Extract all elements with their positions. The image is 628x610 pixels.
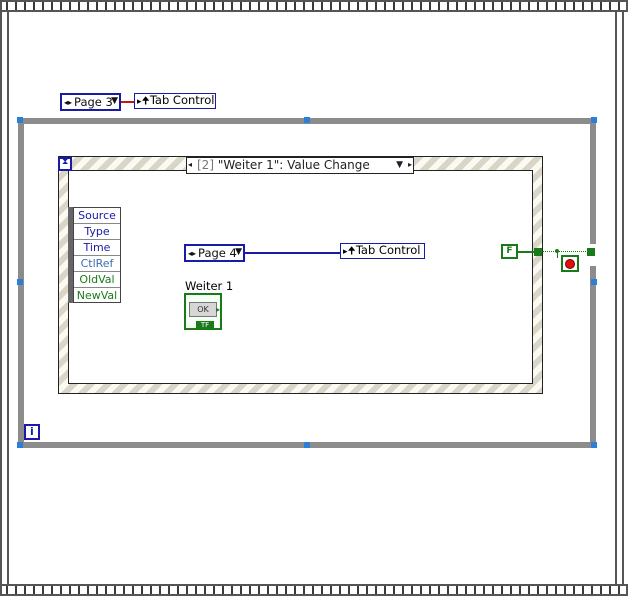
- button-label: Weiter 1: [185, 279, 234, 293]
- increment-arrows-icon: ◂▸: [188, 249, 197, 258]
- event-data-oldval[interactable]: OldVal: [74, 272, 120, 288]
- dropdown-arrow-icon[interactable]: ▼: [235, 247, 242, 257]
- sequence-frame-right: [615, 12, 624, 584]
- resize-handle[interactable]: [304, 117, 310, 123]
- event-data-node-bar: [68, 207, 73, 303]
- page3-ring-label: Page 3: [74, 95, 113, 109]
- reference-arrow-icon: ▸: [343, 247, 348, 257]
- blue-wire: [245, 252, 341, 254]
- event-data-source[interactable]: Source: [74, 208, 120, 224]
- resize-handle[interactable]: [17, 279, 23, 285]
- loop-tunnel[interactable]: [587, 248, 595, 256]
- selector-increment-icon[interactable]: ▸: [407, 160, 412, 169]
- terminal-output-arrow-icon: ▸: [216, 305, 221, 314]
- while-loop-right-lower: [590, 266, 596, 448]
- hourglass-icon: ⧗: [62, 157, 69, 167]
- terminal-type-badge: TF: [196, 321, 214, 329]
- false-constant[interactable]: F: [501, 244, 518, 259]
- stop-icon: [565, 259, 575, 269]
- tab-control-reference-outer[interactable]: ▸🠉Tab Control: [134, 93, 216, 109]
- selector-dropdown-icon[interactable]: ▼: [396, 160, 403, 170]
- tab-control-ref-outer-label: Tab Control: [149, 93, 215, 107]
- event-case-index: [2]: [197, 158, 214, 172]
- resize-handle[interactable]: [17, 117, 23, 123]
- event-data-type[interactable]: Type: [74, 224, 120, 240]
- wire-junction: [555, 249, 559, 253]
- stop-terminal[interactable]: [561, 255, 579, 272]
- event-case-selector[interactable]: ◂ [2] "Weiter 1": Value Change ▼ ▸: [186, 157, 414, 174]
- event-tunnel[interactable]: [534, 248, 542, 256]
- page4-ring-constant[interactable]: ◂▸Page 4▼: [184, 244, 245, 262]
- resize-handle[interactable]: [304, 442, 310, 448]
- event-data-time[interactable]: Time: [74, 240, 120, 256]
- dropdown-arrow-icon[interactable]: ▼: [111, 96, 118, 106]
- event-data-node[interactable]: Source Type Time CtlRef OldVal NewVal: [73, 207, 121, 303]
- green-wire-selected: [542, 251, 588, 252]
- timeout-terminal[interactable]: ⧗: [58, 157, 72, 171]
- iteration-terminal[interactable]: i: [24, 424, 40, 440]
- tab-control-ref-inner-label: Tab Control: [355, 243, 421, 257]
- reference-arrow-icon: ▸: [137, 97, 142, 107]
- up-arrow-icon: 🠉: [141, 96, 150, 107]
- up-arrow-icon: 🠉: [347, 246, 356, 257]
- terminal-type-text: TF: [200, 321, 210, 329]
- ok-button-face: OK: [189, 302, 217, 317]
- selector-decrement-icon[interactable]: ◂: [188, 160, 193, 169]
- weiter1-button-terminal[interactable]: OK TF ▸: [184, 293, 222, 330]
- iteration-label: i: [30, 425, 34, 438]
- resize-handle[interactable]: [591, 279, 597, 285]
- event-data-newval[interactable]: NewVal: [76, 289, 118, 302]
- sequence-frame-top: [0, 0, 628, 12]
- red-wire: [121, 101, 135, 103]
- resize-handle[interactable]: [17, 442, 23, 448]
- page3-ring-constant[interactable]: ◂▸Page 3▼: [60, 93, 121, 111]
- while-loop-right-upper: [590, 118, 596, 244]
- event-case-label: "Weiter 1": Value Change: [217, 158, 370, 172]
- event-data-ctlref[interactable]: CtlRef: [74, 256, 120, 272]
- event-structure-diagram: [68, 170, 533, 384]
- resize-handle[interactable]: [591, 117, 597, 123]
- tab-control-reference-inner[interactable]: ▸🠉Tab Control: [340, 243, 425, 259]
- green-wire: [518, 251, 534, 253]
- sequence-frame-bottom: [0, 584, 628, 596]
- resize-handle[interactable]: [591, 442, 597, 448]
- false-constant-label: F: [506, 246, 513, 256]
- increment-arrows-icon: ◂▸: [64, 98, 73, 107]
- ok-button-face-text: OK: [197, 305, 209, 314]
- page4-ring-label: Page 4: [198, 246, 237, 260]
- green-wire-branch: [557, 252, 561, 258]
- sequence-frame-left: [0, 12, 9, 584]
